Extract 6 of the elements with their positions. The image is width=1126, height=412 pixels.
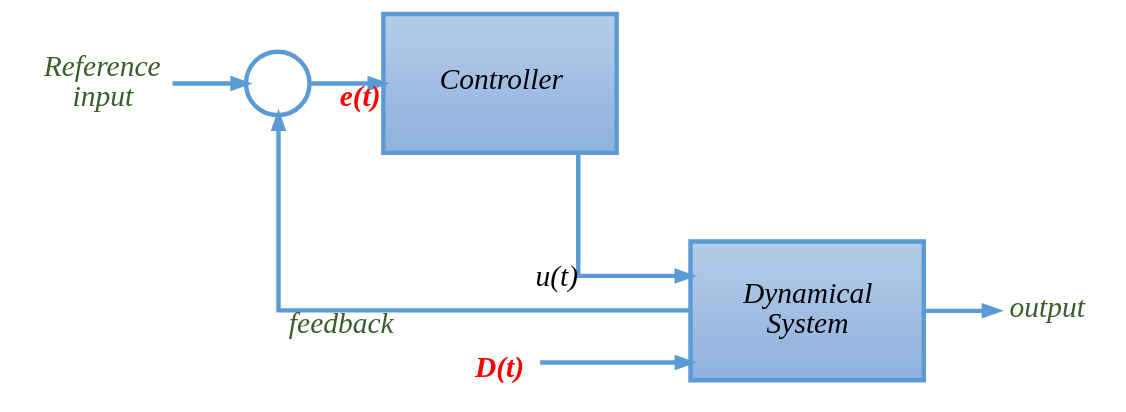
- edge-label: e(t): [339, 79, 381, 112]
- node-text: D(t): [474, 351, 524, 384]
- node-text: Reference input: [43, 50, 161, 112]
- edge-label: u(t): [534, 259, 578, 292]
- edge-label: feedback: [288, 306, 394, 339]
- node-text: output: [1008, 290, 1085, 323]
